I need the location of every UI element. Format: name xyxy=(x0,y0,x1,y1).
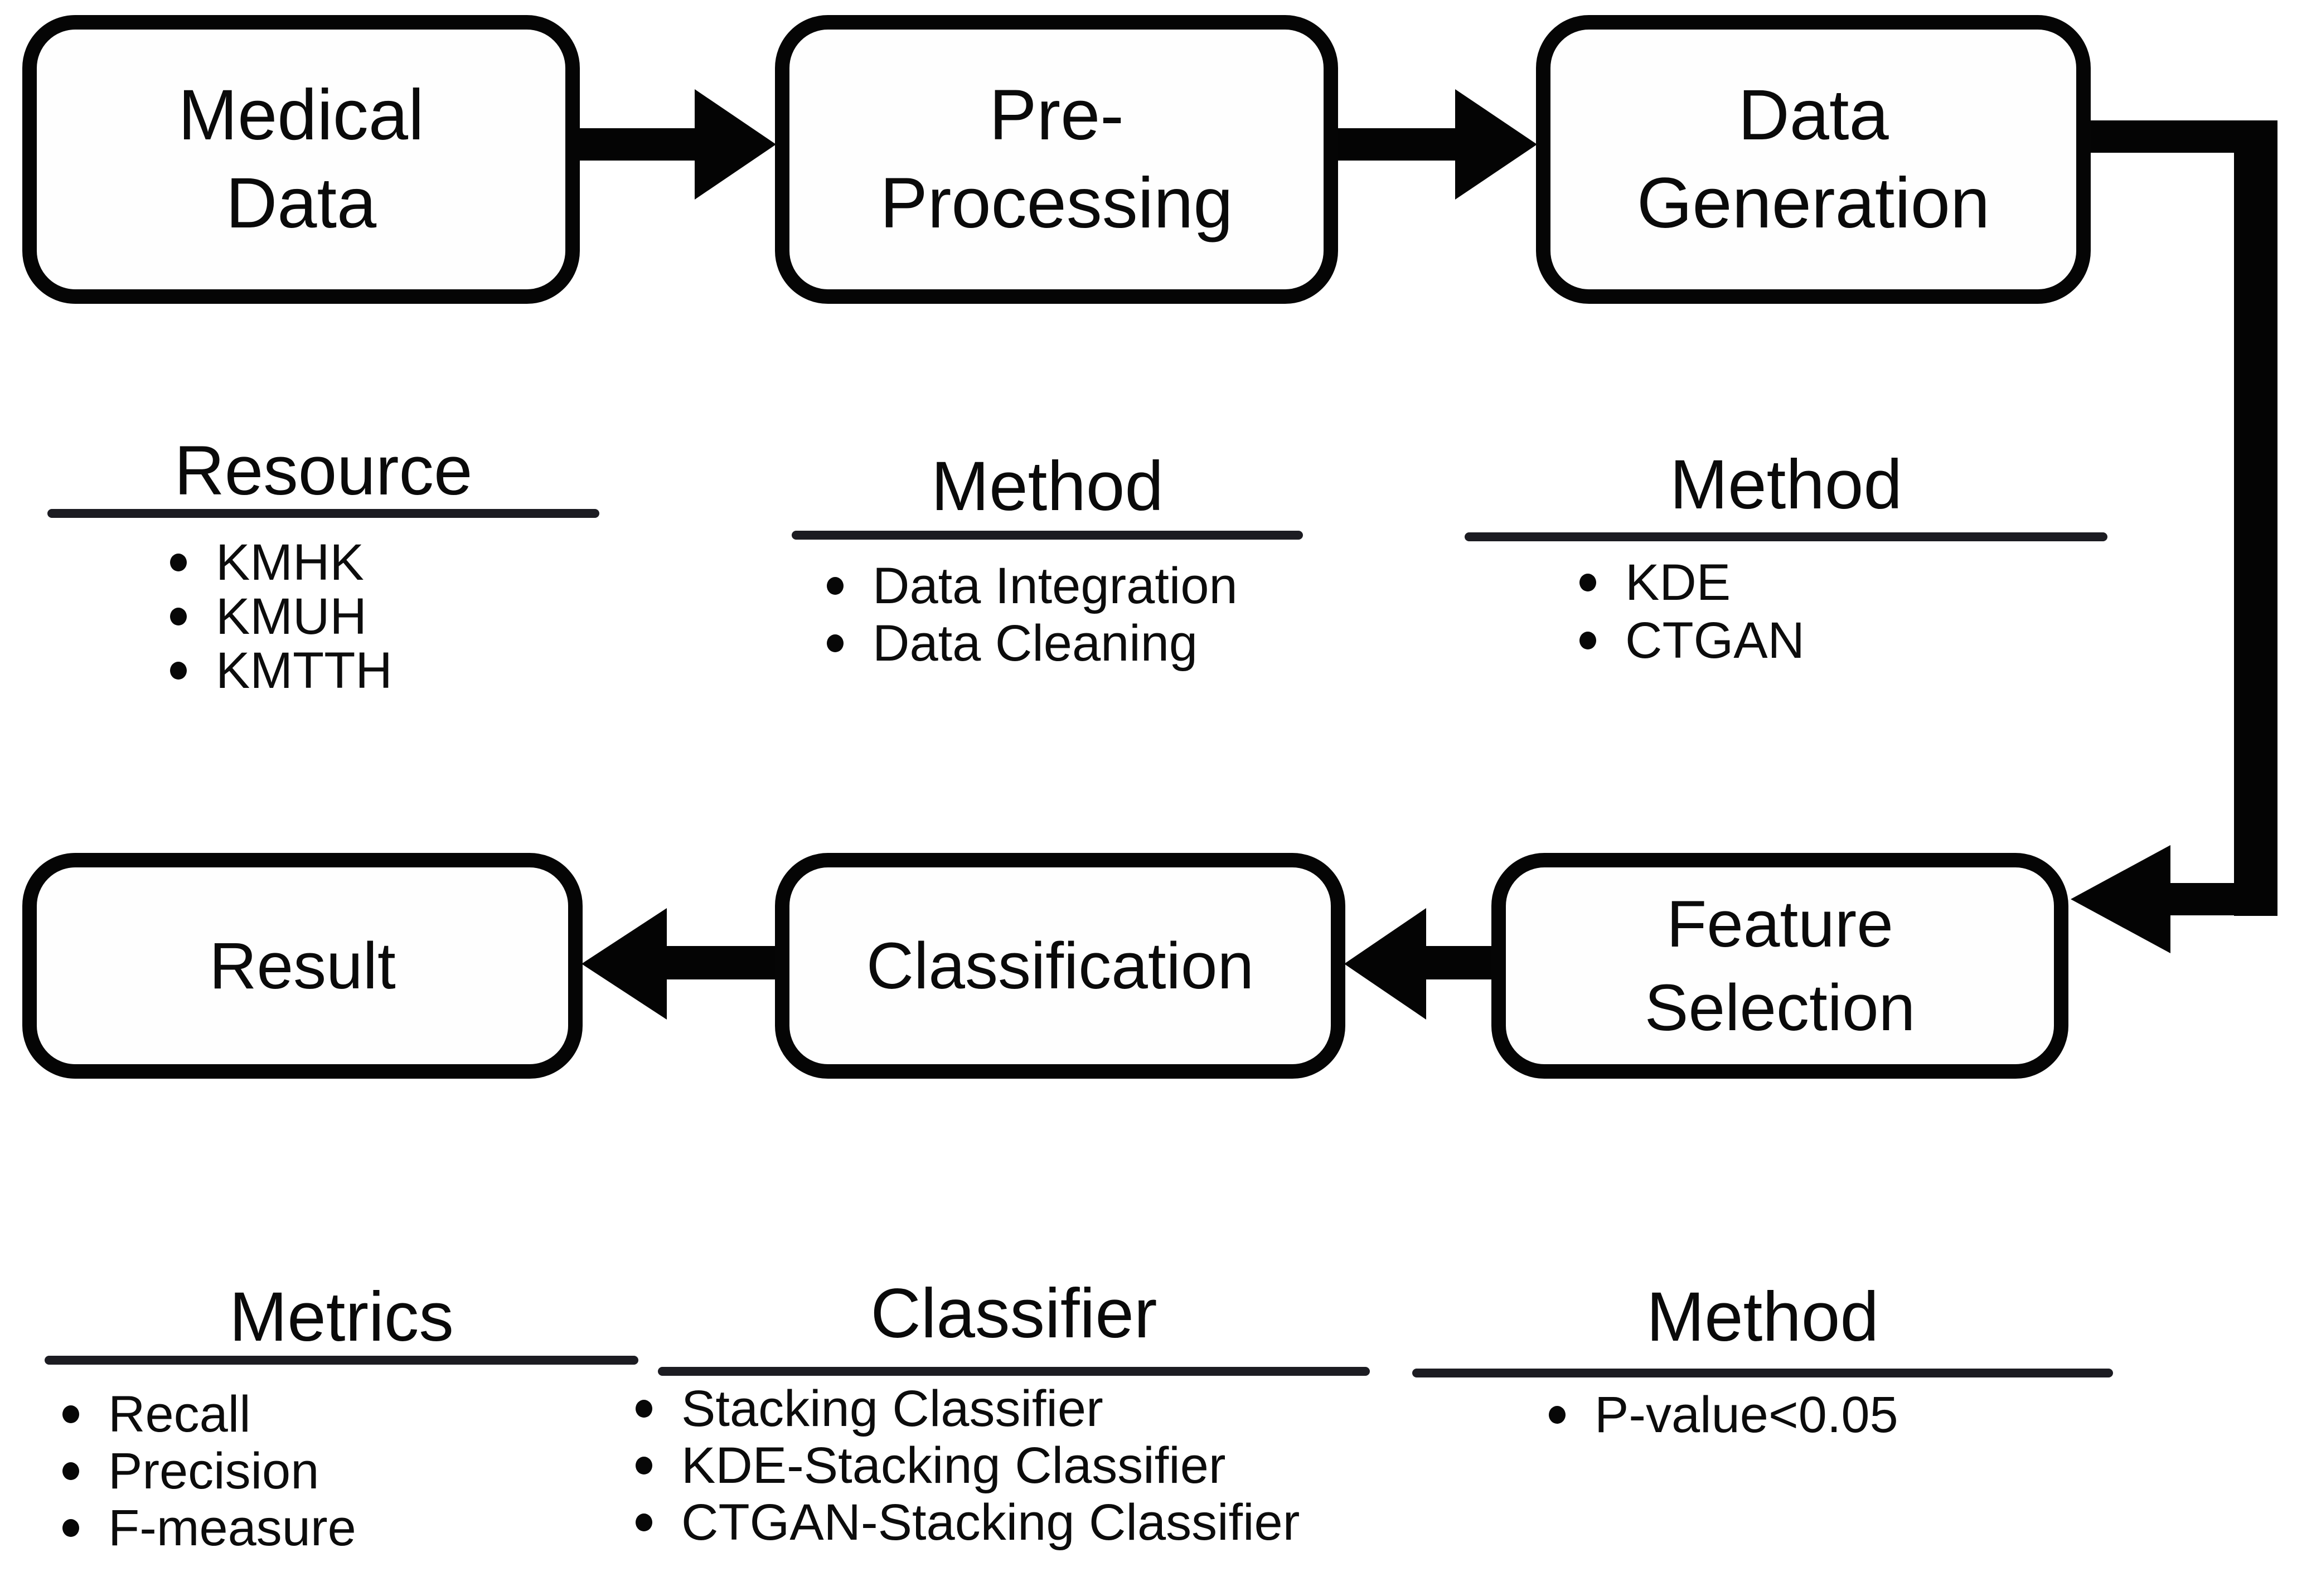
selection-method-underline xyxy=(1412,1369,2113,1377)
list-item: Precision xyxy=(62,1443,356,1500)
bullet-icon xyxy=(62,1405,79,1423)
node-label-line: Result xyxy=(209,929,396,1003)
list-item: CTGAN xyxy=(1579,612,1805,670)
selection-method-list: P-value<0.05 xyxy=(1549,1386,1898,1443)
node-data-generation-label: Data Generation xyxy=(1637,71,1990,248)
arrow-classification-to-result xyxy=(581,908,776,1020)
node-pre-processing-label: Pre- Processing xyxy=(880,71,1233,248)
resource-list: KMHK KMUH KMTTH xyxy=(170,535,392,697)
node-label-line: Medical xyxy=(178,75,424,155)
list-item: Stacking Classifier xyxy=(636,1380,1300,1437)
node-label-line: Classification xyxy=(866,929,1254,1003)
list-item-text: F-measure xyxy=(108,1500,356,1556)
bullet-icon xyxy=(1549,1406,1566,1424)
bullet-icon xyxy=(170,661,187,680)
heading-selection-method: Method xyxy=(1646,1278,1879,1356)
heading-classifier: Classifier xyxy=(870,1275,1157,1352)
node-label-line: Feature xyxy=(1666,887,1893,961)
list-item-text: Data Cleaning xyxy=(873,614,1198,672)
node-result-label: Result xyxy=(209,924,395,1008)
node-label-line: Generation xyxy=(1636,163,1990,243)
bullet-icon xyxy=(636,1513,652,1531)
arrow-preprocessing-to-generation xyxy=(1337,89,1537,200)
bullet-icon xyxy=(170,607,187,625)
node-result: Result xyxy=(22,853,583,1079)
bullet-icon xyxy=(636,1400,652,1418)
metrics-underline xyxy=(45,1356,638,1365)
list-item-text: KDE-Stacking Classifier xyxy=(681,1437,1226,1494)
list-item-text: Stacking Classifier xyxy=(681,1380,1103,1437)
list-item-text: KMHK xyxy=(216,533,364,591)
node-medical-data-label: Medical Data xyxy=(178,71,424,248)
classifier-underline xyxy=(658,1367,1370,1376)
list-item-text: P-value<0.05 xyxy=(1595,1386,1898,1443)
list-item-text: Recall xyxy=(108,1386,251,1443)
arrow-generation-to-selection-elbow xyxy=(2071,120,2277,953)
list-item: KMUH xyxy=(170,589,392,643)
list-item-text: Data Integration xyxy=(873,557,1238,614)
arrow-selection-to-classification xyxy=(1344,908,1492,1020)
generation-method-underline xyxy=(1465,532,2107,541)
bullet-icon xyxy=(1579,574,1596,591)
bullet-icon xyxy=(827,576,844,595)
bullet-icon xyxy=(636,1457,652,1474)
node-label-line: Pre- xyxy=(989,75,1124,155)
list-item-text: CTGAN-Stacking Classifier xyxy=(681,1494,1300,1551)
node-label-line: Processing xyxy=(880,163,1233,243)
node-medical-data: Medical Data xyxy=(22,15,580,304)
list-item-text: KDE xyxy=(1625,554,1731,611)
node-label-line: Selection xyxy=(1644,971,1916,1045)
node-feature-selection-label: Feature Selection xyxy=(1645,882,1915,1050)
node-data-generation: Data Generation xyxy=(1536,15,2091,304)
bullet-icon xyxy=(62,1462,79,1480)
list-item: KMHK xyxy=(170,535,392,589)
preprocessing-method-list: Data Integration Data Cleaning xyxy=(827,557,1238,672)
node-classification: Classification xyxy=(775,853,1345,1079)
list-item: KMTTH xyxy=(170,643,392,697)
node-classification-label: Classification xyxy=(866,924,1254,1008)
list-item: KDE-Stacking Classifier xyxy=(636,1437,1300,1494)
heading-preprocessing-method: Method xyxy=(931,448,1164,525)
heading-metrics: Metrics xyxy=(229,1278,454,1356)
list-item: CTGAN-Stacking Classifier xyxy=(636,1494,1300,1551)
generation-method-list: KDE CTGAN xyxy=(1579,554,1805,670)
list-item-text: KMUH xyxy=(216,588,367,645)
list-item: Data Cleaning xyxy=(827,614,1238,672)
bullet-icon xyxy=(170,553,187,571)
list-item: Recall xyxy=(62,1386,356,1443)
bullet-icon xyxy=(1579,632,1596,649)
bullet-icon xyxy=(62,1519,79,1537)
heading-generation-method: Method xyxy=(1670,446,1902,523)
node-pre-processing: Pre- Processing xyxy=(775,15,1338,304)
list-item: F-measure xyxy=(62,1500,356,1556)
classifier-list: Stacking Classifier KDE-Stacking Classif… xyxy=(636,1380,1300,1551)
list-item: P-value<0.05 xyxy=(1549,1386,1898,1443)
node-feature-selection: Feature Selection xyxy=(1491,853,2068,1079)
resource-underline xyxy=(47,509,599,518)
list-item-text: KMTTH xyxy=(216,642,392,699)
arrow-medical-to-preprocessing xyxy=(579,89,776,200)
heading-resource: Resource xyxy=(174,432,473,510)
list-item-text: CTGAN xyxy=(1625,612,1805,669)
list-item-text: Precision xyxy=(108,1443,319,1500)
list-item: KDE xyxy=(1579,554,1805,612)
bullet-icon xyxy=(827,634,844,652)
list-item: Data Integration xyxy=(827,557,1238,614)
metrics-list: Recall Precision F-measure xyxy=(62,1386,356,1556)
node-label-line: Data xyxy=(225,163,377,243)
preprocessing-method-underline xyxy=(792,531,1303,540)
node-label-line: Data xyxy=(1738,75,1889,155)
